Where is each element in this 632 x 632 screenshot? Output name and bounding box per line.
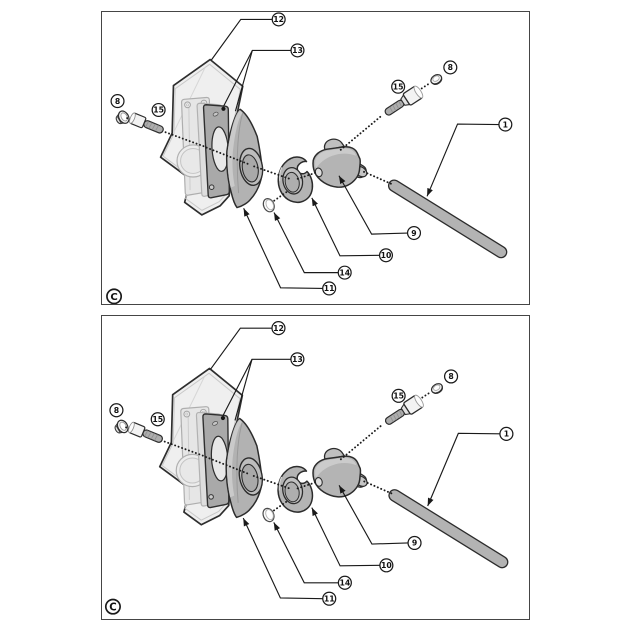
callout-11-label: 11 — [324, 594, 335, 603]
diagram-panel-top: 12 13 8 15 15 8 1 9 10 14 11 C — [101, 11, 530, 305]
callout-8-right-label: 8 — [448, 372, 453, 381]
callout-1-label: 1 — [504, 430, 509, 439]
diagram-canvas-bottom: 12 13 8 15 15 8 1 9 10 14 11 C — [102, 316, 529, 619]
callout-15-right-label: 15 — [393, 83, 404, 92]
panel-letter-badge: C — [109, 602, 116, 613]
callout-1-label: 1 — [503, 120, 508, 129]
callout-15-right-label: 15 — [393, 392, 404, 401]
diagram-panel-bottom: 12 13 8 15 15 8 1 9 10 14 11 C — [101, 315, 530, 620]
callout-labels-top: 12 13 8 15 15 8 1 9 10 14 11 C — [110, 15, 508, 303]
exploded-diagram-top — [107, 13, 512, 304]
callout-8-left-label: 8 — [114, 406, 119, 415]
figure-page: 12 13 8 15 15 8 1 9 10 14 11 C 12 13 8 — [101, 11, 530, 620]
callout-8-left-label: 8 — [115, 97, 120, 106]
callout-9-label: 9 — [412, 539, 417, 548]
callout-9-label: 9 — [411, 229, 416, 238]
panel-letter-badge: C — [110, 292, 117, 303]
callout-10-label: 10 — [381, 251, 392, 260]
callout-15-left-label: 15 — [152, 415, 163, 424]
diagram-canvas-top: 12 13 8 15 15 8 1 9 10 14 11 C — [102, 12, 529, 304]
callout-14-label: 14 — [339, 268, 350, 277]
callout-13-label: 13 — [292, 355, 303, 364]
callout-14-label: 14 — [339, 579, 350, 588]
exploded-diagram-bottom — [106, 322, 513, 614]
callout-12-label: 12 — [273, 15, 284, 24]
callout-8-right-label: 8 — [448, 63, 453, 72]
callout-15-left-label: 15 — [153, 106, 164, 115]
callout-11-label: 11 — [324, 284, 335, 293]
callout-labels-bottom: 12 13 8 15 15 8 1 9 10 14 11 C — [109, 324, 509, 613]
callout-13-label: 13 — [292, 46, 303, 55]
callout-12-label: 12 — [273, 324, 284, 333]
callout-10-label: 10 — [381, 561, 392, 570]
